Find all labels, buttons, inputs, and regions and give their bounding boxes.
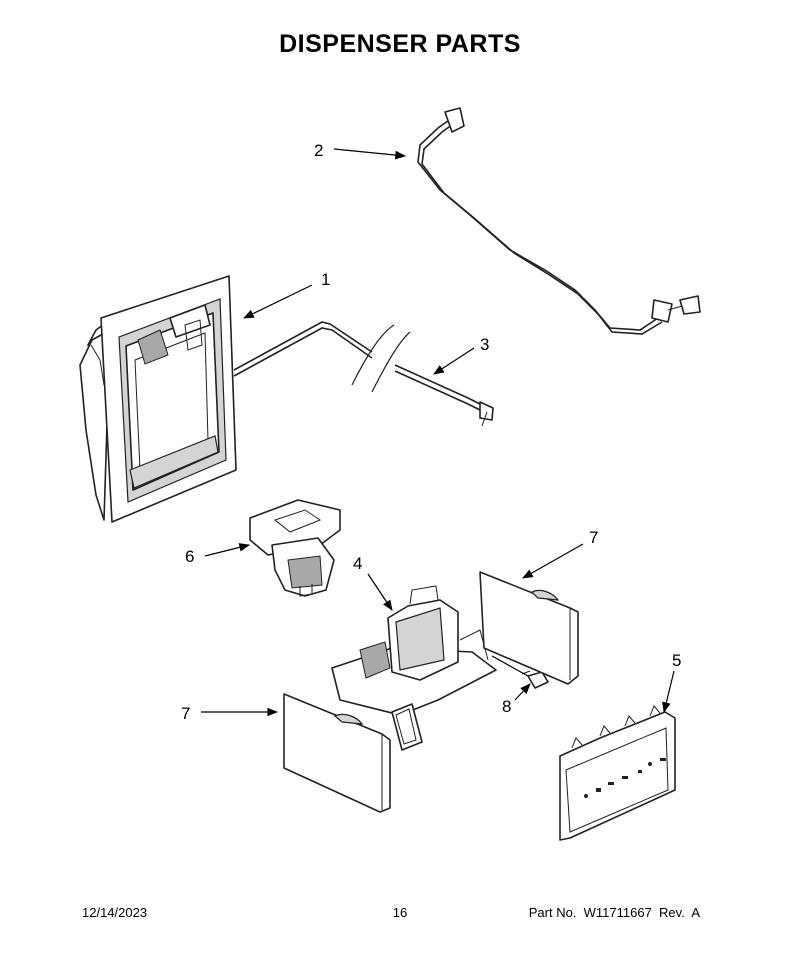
footer-part-number: Part No. W11711667 Rev. A [528,905,700,920]
part-1-dispenser-housing [79,275,237,523]
leader-5 [662,670,675,714]
part-7-panel-right [479,571,579,685]
callout-3: 3 [480,335,489,354]
callouts: 1 2 3 4 5 6 7 7 8 [181,141,681,723]
leader-4-screw [491,655,529,677]
callout-1: 1 [321,270,330,289]
part-7-panel-left [283,693,391,813]
leader-6 [204,543,251,557]
leader-7-right [522,543,584,579]
callout-5: 5 [672,651,681,670]
part-3-tube [233,321,494,427]
leader-1 [243,284,313,319]
callout-8: 8 [502,697,511,716]
part-5-control-panel [559,705,676,841]
callout-6: 6 [185,547,194,566]
callout-4: 4 [353,554,362,573]
part-4-actuator-assembly [331,585,497,751]
part-6-module [249,499,341,597]
page-title: DISPENSER PARTS [279,30,521,58]
leader-4 [367,573,393,611]
leader-8 [514,683,531,701]
leader-lines [201,148,675,717]
leader-2 [333,148,407,160]
callout-2: 2 [314,141,323,160]
callout-7-left: 7 [181,704,190,723]
part-2-wire-harness [417,107,701,335]
leader-3 [433,347,475,375]
footer-page-number: 16 [392,905,408,920]
callout-7-right: 7 [589,528,598,547]
footer-date: 12/14/2023 [82,905,148,920]
